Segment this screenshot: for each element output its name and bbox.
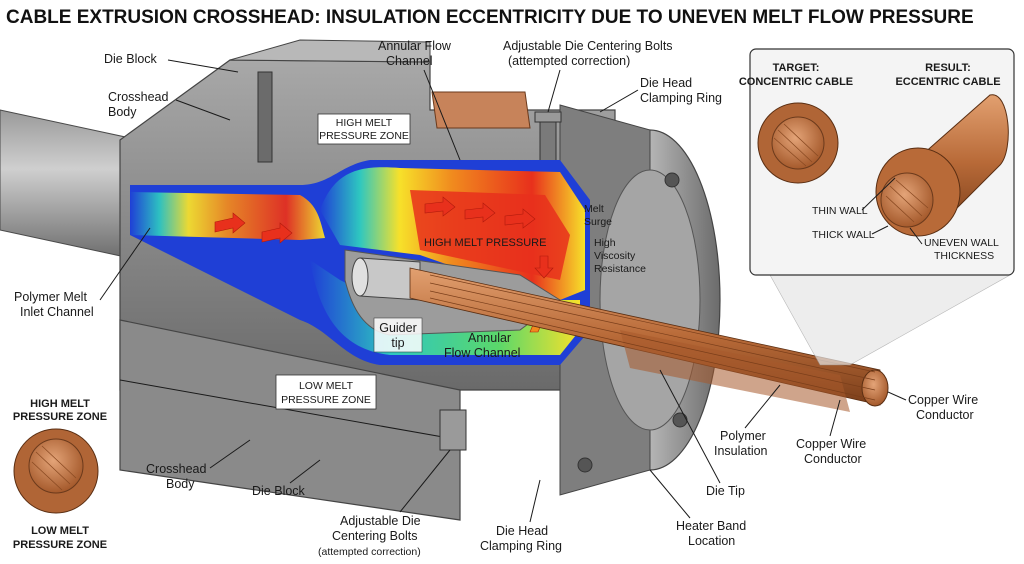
svg-text:Heater Band: Heater Band xyxy=(676,519,746,533)
centering-bolts-bottom-label: Adjustable Die Centering Bolts (attempte… xyxy=(318,514,421,558)
svg-text:Annular Flow: Annular Flow xyxy=(378,39,452,53)
eccentric-conductor xyxy=(880,172,934,228)
svg-text:Flow Channel: Flow Channel xyxy=(444,346,520,360)
legend-cable-conductor xyxy=(28,438,84,494)
crosshead-body-top-label: Crosshead Body xyxy=(108,90,168,119)
svg-text:PRESSURE ZONE: PRESSURE ZONE xyxy=(13,539,107,551)
svg-text:Adjustable Die Centering Bolts: Adjustable Die Centering Bolts xyxy=(503,39,673,53)
svg-text:CONCENTRIC CABLE: CONCENTRIC CABLE xyxy=(739,76,853,88)
svg-text:Guider: Guider xyxy=(379,321,417,335)
annular-flow-channel-top-label: Annular Flow Channel xyxy=(378,39,452,68)
conductor-end xyxy=(861,369,889,407)
pressure-legend: HIGH MELT PRESSURE ZONE LOW MELT PRESSUR… xyxy=(13,398,107,551)
svg-text:High: High xyxy=(594,237,616,249)
clamping-ring-top-label: Die Head Clamping Ring xyxy=(640,76,722,105)
high-melt-zone-box: HIGH MELT PRESSURE ZONE xyxy=(317,113,411,145)
crosshead-body-lower xyxy=(119,319,461,521)
svg-text:Body: Body xyxy=(166,477,195,491)
svg-text:HIGH MELT: HIGH MELT xyxy=(336,117,393,129)
svg-text:Viscosity: Viscosity xyxy=(594,250,636,262)
centering-bolts-top-label: Adjustable Die Centering Bolts (attempte… xyxy=(503,39,673,68)
svg-text:PRESSURE ZONE: PRESSURE ZONE xyxy=(13,411,107,423)
svg-text:Die Head: Die Head xyxy=(640,76,692,90)
target-heading: TARGET: xyxy=(773,62,820,74)
svg-text:Surge: Surge xyxy=(584,216,612,228)
clamping-band xyxy=(431,91,531,129)
svg-text:Conductor: Conductor xyxy=(804,452,862,466)
svg-text:LOW MELT: LOW MELT xyxy=(299,380,354,392)
flange-face xyxy=(599,169,701,431)
polymer-insulation xyxy=(620,330,850,412)
bolt-hole xyxy=(257,71,273,163)
melt-surge-label: Melt Surge xyxy=(584,203,612,228)
flow-arrows xyxy=(214,196,554,333)
svg-text:Melt: Melt xyxy=(584,203,604,215)
thin-wall-label: THIN WALL xyxy=(812,205,868,217)
svg-text:Copper Wire: Copper Wire xyxy=(796,437,866,451)
cable-comparison-inset: TARGET: CONCENTRIC CABLE RESULT: ECCENTR… xyxy=(739,48,1015,366)
svg-text:ECCENTRIC CABLE: ECCENTRIC CABLE xyxy=(895,76,1000,88)
svg-text:(attempted correction): (attempted correction) xyxy=(508,54,630,68)
svg-text:Conductor: Conductor xyxy=(916,408,974,422)
concentric-conductor xyxy=(771,116,825,170)
svg-text:Crosshead: Crosshead xyxy=(146,462,206,476)
high-pressure-core xyxy=(410,190,570,280)
polymer-inlet-label: Polymer Melt Inlet Channel xyxy=(14,290,94,319)
svg-text:Polymer Melt: Polymer Melt xyxy=(14,290,87,304)
svg-text:THICKNESS: THICKNESS xyxy=(934,250,994,262)
svg-text:Inlet Channel: Inlet Channel xyxy=(20,305,94,319)
thick-wall-label: THICK WALL xyxy=(812,229,875,241)
high-viscosity-label: High Viscosity Resistance xyxy=(594,237,646,275)
die-tip-label: Die Tip xyxy=(706,484,745,498)
svg-text:Location: Location xyxy=(688,534,735,548)
svg-text:Annular: Annular xyxy=(468,331,511,345)
svg-text:Adjustable Die: Adjustable Die xyxy=(340,514,421,528)
result-heading: RESULT: xyxy=(925,62,971,74)
centering-bolt-bottom xyxy=(439,409,467,451)
wire-strands xyxy=(429,274,876,401)
svg-text:Crosshead: Crosshead xyxy=(108,90,168,104)
crosshead-body-bottom-label: Crosshead Body xyxy=(146,462,206,491)
high-melt-pressure-label: HIGH MELT PRESSURE xyxy=(424,237,546,249)
svg-text:tip: tip xyxy=(391,336,404,350)
inlet-shaft xyxy=(0,109,131,259)
svg-text:Channel: Channel xyxy=(386,54,433,68)
copper-conductor-right-label: Copper Wire Conductor xyxy=(908,393,978,422)
svg-text:LOW MELT: LOW MELT xyxy=(31,525,89,537)
svg-text:HIGH MELT: HIGH MELT xyxy=(30,398,90,410)
diagram-title: CABLE EXTRUSION CROSSHEAD: INSULATION EC… xyxy=(6,7,974,28)
heater-band-label: Heater Band Location xyxy=(676,519,746,548)
svg-text:Copper Wire: Copper Wire xyxy=(908,393,978,407)
polymer-insulation-label: Polymer Insulation xyxy=(714,429,768,458)
guider-tip-box: Guider tip xyxy=(373,317,423,353)
svg-text:Die Head: Die Head xyxy=(496,524,548,538)
svg-text:Body: Body xyxy=(108,105,137,119)
crosshead-assembly xyxy=(0,39,889,521)
svg-text:(attempted correction): (attempted correction) xyxy=(318,546,421,558)
die-block-top-label: Die Block xyxy=(104,52,158,66)
copper-conductor-bottom-label: Copper Wire Conductor xyxy=(796,437,866,466)
inlet-melt-flow xyxy=(130,192,325,240)
die-block-bottom-label: Die Block xyxy=(252,484,306,498)
svg-text:PRESSURE ZONE: PRESSURE ZONE xyxy=(319,130,409,142)
svg-text:Insulation: Insulation xyxy=(714,444,768,458)
svg-text:Polymer: Polymer xyxy=(720,429,766,443)
svg-text:Clamping Ring: Clamping Ring xyxy=(480,539,562,553)
svg-text:Resistance: Resistance xyxy=(594,263,646,275)
svg-text:PRESSURE ZONE: PRESSURE ZONE xyxy=(281,394,371,406)
clamping-ring-bottom-label: Die Head Clamping Ring xyxy=(480,524,562,553)
svg-text:Clamping Ring: Clamping Ring xyxy=(640,91,722,105)
die-block-top xyxy=(229,39,431,63)
low-melt-zone-box: LOW MELT PRESSURE ZONE xyxy=(275,374,377,410)
uneven-wall-label: UNEVEN WALL xyxy=(924,237,999,249)
svg-text:Centering Bolts: Centering Bolts xyxy=(332,529,417,543)
annular-flow-channel-mid-label: Annular Flow Channel xyxy=(444,331,520,360)
